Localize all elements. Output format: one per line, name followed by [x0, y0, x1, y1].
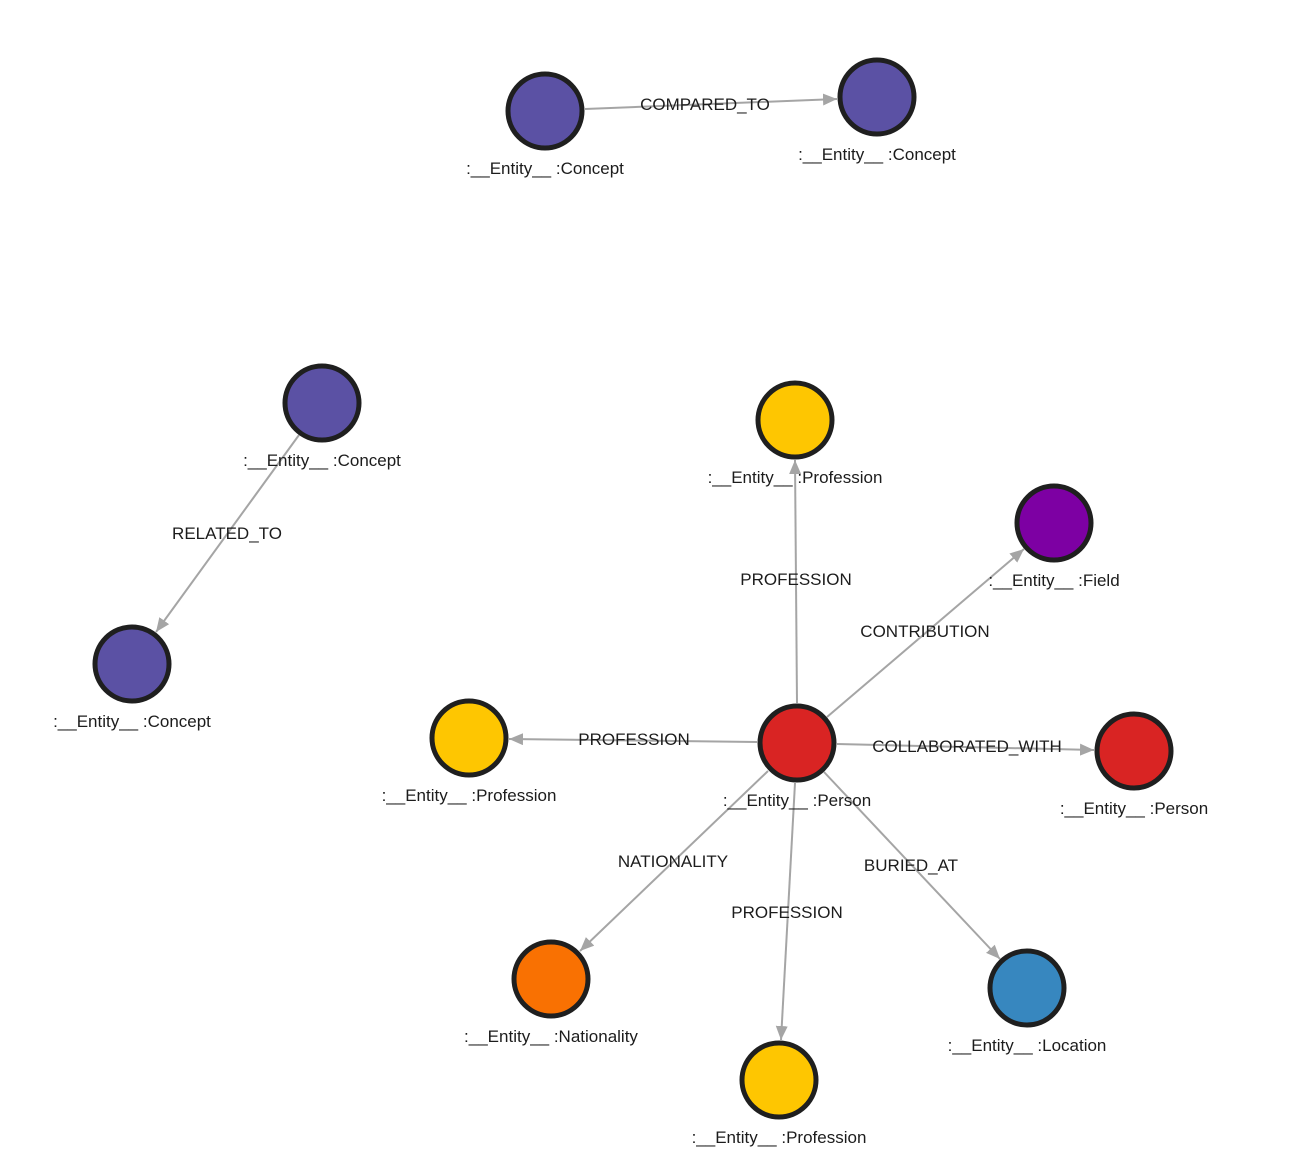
edge-label-profession-left[interactable]: PROFESSION — [578, 730, 689, 749]
node-location[interactable] — [987, 948, 1067, 1028]
edge-profession-top[interactable] — [789, 459, 802, 704]
node-label-field: :__Entity__ :Field — [988, 571, 1119, 590]
edge-label-profession-top[interactable]: PROFESSION — [740, 570, 851, 589]
node-nationality[interactable] — [511, 939, 591, 1019]
node-profession-top[interactable] — [755, 380, 835, 460]
node-label-person-right: :__Entity__ :Person — [1060, 799, 1208, 818]
edge-label-collaborated-with[interactable]: COLLABORATED_WITH — [872, 737, 1062, 756]
node-concept-1[interactable] — [505, 71, 585, 151]
edge-label-buried-at[interactable]: BURIED_AT — [864, 856, 958, 875]
edge-compared-to[interactable] — [584, 93, 838, 110]
edge-label-nationality[interactable]: NATIONALITY — [618, 852, 728, 871]
edge-related-to[interactable] — [155, 434, 300, 633]
nodes-layer — [92, 57, 1174, 1120]
edge-label-profession-bottom[interactable]: PROFESSION — [731, 903, 842, 922]
node-label-profession-bottom: :__Entity__ :Profession — [692, 1128, 867, 1147]
node-label-concept-2: :__Entity__ :Concept — [798, 145, 956, 164]
node-person-center[interactable] — [757, 703, 837, 783]
node-label-profession-top: :__Entity__ :Profession — [708, 468, 883, 487]
edge-label-contribution[interactable]: CONTRIBUTION — [860, 622, 989, 641]
edge-contribution[interactable] — [826, 548, 1025, 718]
node-label-concept-3: :__Entity__ :Concept — [243, 451, 401, 470]
node-label-concept-4: :__Entity__ :Concept — [53, 712, 211, 731]
node-label-person-center: :__Entity__ :Person — [723, 791, 871, 810]
edges-layer — [155, 93, 1095, 1041]
edge-captions-layer: COMPARED_TO RELATED_TO PROFESSION CONTRI… — [172, 95, 1062, 922]
node-profession-bottom[interactable] — [739, 1040, 819, 1120]
node-captions-layer: :__Entity__ :Concept :__Entity__ :Concep… — [53, 145, 1208, 1147]
edge-label-compared-to[interactable]: COMPARED_TO — [640, 95, 770, 114]
node-concept-2[interactable] — [837, 57, 917, 137]
edge-collaborated-with[interactable] — [836, 743, 1095, 756]
edge-nationality[interactable] — [579, 770, 769, 952]
node-profession-left[interactable] — [429, 698, 509, 778]
node-concept-3[interactable] — [282, 363, 362, 443]
edge-profession-bottom[interactable] — [775, 782, 796, 1041]
edge-buried-at[interactable] — [823, 771, 1001, 960]
node-label-location: :__Entity__ :Location — [948, 1036, 1107, 1055]
node-label-profession-left: :__Entity__ :Profession — [382, 786, 557, 805]
node-label-nationality: :__Entity__ :Nationality — [464, 1027, 638, 1046]
node-field[interactable] — [1014, 483, 1094, 563]
node-label-concept-1: :__Entity__ :Concept — [466, 159, 624, 178]
node-concept-4[interactable] — [92, 624, 172, 704]
node-person-right[interactable] — [1094, 711, 1174, 791]
edge-label-related-to[interactable]: RELATED_TO — [172, 524, 282, 543]
edge-profession-left[interactable] — [508, 733, 758, 746]
